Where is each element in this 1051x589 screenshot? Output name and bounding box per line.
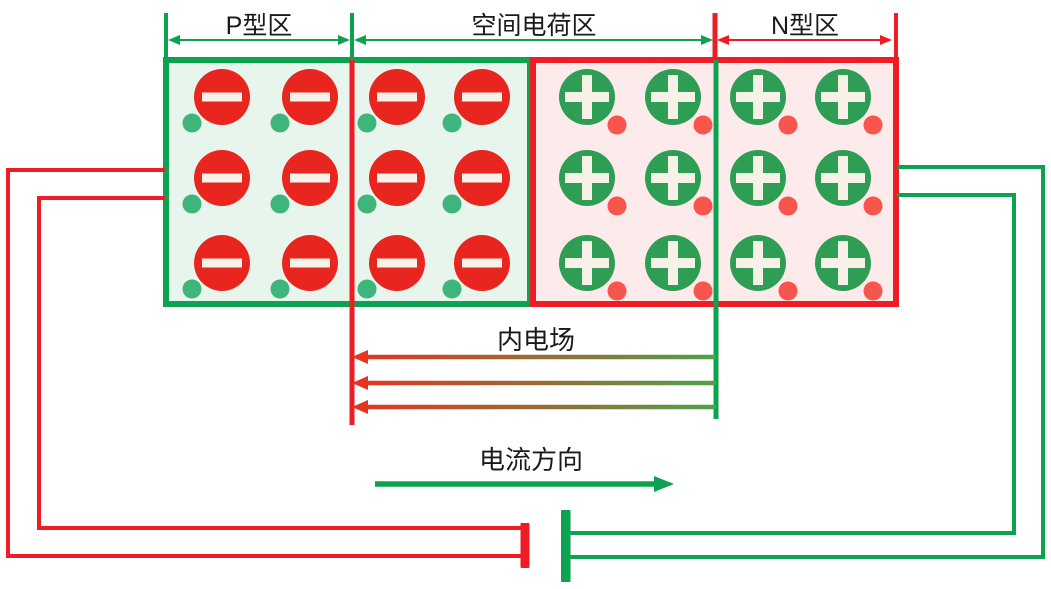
minus-symbol xyxy=(377,258,417,268)
hole-dot xyxy=(863,115,883,135)
plus-symbol xyxy=(753,75,763,119)
hole-dot xyxy=(693,281,713,301)
minus-symbol xyxy=(462,92,502,102)
electron-dot xyxy=(182,194,202,214)
minus-symbol xyxy=(290,258,330,268)
plus-symbol xyxy=(753,156,763,200)
plus-symbol xyxy=(838,156,848,200)
negative-ion xyxy=(270,69,338,133)
electron-dot xyxy=(357,113,377,133)
positive-ion xyxy=(559,69,627,135)
electron-dot xyxy=(182,279,202,299)
wire-red-outer xyxy=(6,168,521,558)
minus-symbol xyxy=(462,173,502,183)
electron-dot xyxy=(442,194,462,214)
hole-dot xyxy=(778,196,798,216)
minus-symbol xyxy=(202,173,242,183)
negative-ion xyxy=(182,69,250,133)
positive-ion xyxy=(645,150,713,216)
n-region-label: N型区 xyxy=(771,12,839,40)
current-direction-arrow xyxy=(375,476,674,492)
hole-dot xyxy=(778,281,798,301)
electron-dot xyxy=(182,113,202,133)
p-region-label: P型区 xyxy=(226,12,293,40)
positive-ions-group xyxy=(559,69,883,301)
negative-ion xyxy=(182,150,250,214)
n-region-dimension-arrow xyxy=(717,35,892,45)
minus-symbol xyxy=(290,173,330,183)
plus-symbol xyxy=(582,241,592,285)
electron-dot xyxy=(442,279,462,299)
wire-red-inner xyxy=(37,196,521,530)
positive-ion xyxy=(815,150,883,216)
positive-ion xyxy=(730,69,798,135)
hole-dot xyxy=(607,281,627,301)
space-charge-dimension-arrow xyxy=(354,35,713,45)
minus-symbol xyxy=(377,173,417,183)
electron-dot xyxy=(357,194,377,214)
hole-dot xyxy=(693,196,713,216)
hole-dot xyxy=(693,115,713,135)
hole-dot xyxy=(607,115,627,135)
hole-dot xyxy=(778,115,798,135)
negative-ion xyxy=(442,150,510,214)
positive-ion xyxy=(730,235,798,301)
electron-dot xyxy=(270,113,290,133)
current-direction-label: 电流方向 xyxy=(479,445,583,475)
electron-dot xyxy=(270,194,290,214)
wire-green-inner xyxy=(570,193,1016,535)
negative-ion xyxy=(357,150,425,214)
internal-field-arrows xyxy=(352,350,716,414)
positive-ion xyxy=(559,235,627,301)
negative-ion xyxy=(442,235,510,299)
minus-symbol xyxy=(377,92,417,102)
minus-symbol xyxy=(290,92,330,102)
wire-green-outer xyxy=(570,165,1045,559)
plus-symbol xyxy=(838,75,848,119)
negative-ion xyxy=(357,235,425,299)
negative-ion xyxy=(442,69,510,133)
negative-ion xyxy=(357,69,425,133)
electron-dot xyxy=(357,279,377,299)
positive-ion xyxy=(815,235,883,301)
positive-ion xyxy=(645,69,713,135)
plus-symbol xyxy=(838,241,848,285)
minus-symbol xyxy=(202,258,242,268)
positive-ion xyxy=(730,150,798,216)
space-charge-region-label: 空间电荷区 xyxy=(471,12,596,40)
positive-ion xyxy=(559,150,627,216)
positive-ion xyxy=(815,69,883,135)
battery-negative-plate xyxy=(520,523,530,568)
hole-dot xyxy=(863,281,883,301)
negative-ions-group xyxy=(182,69,510,299)
battery-positive-plate xyxy=(561,510,571,582)
hole-dot xyxy=(607,196,627,216)
hole-dot xyxy=(863,196,883,216)
plus-symbol xyxy=(753,241,763,285)
plus-symbol xyxy=(668,156,678,200)
plus-symbol xyxy=(582,75,592,119)
negative-ion xyxy=(270,150,338,214)
p-region-dimension-arrow xyxy=(168,35,350,45)
plus-symbol xyxy=(668,75,678,119)
plus-symbol xyxy=(668,241,678,285)
negative-ion xyxy=(182,235,250,299)
internal-field-label: 内电场 xyxy=(497,325,575,355)
electron-dot xyxy=(442,113,462,133)
positive-ion xyxy=(645,235,713,301)
negative-ion xyxy=(270,235,338,299)
plus-symbol xyxy=(582,156,592,200)
minus-symbol xyxy=(462,258,502,268)
minus-symbol xyxy=(202,92,242,102)
electron-dot xyxy=(270,279,290,299)
